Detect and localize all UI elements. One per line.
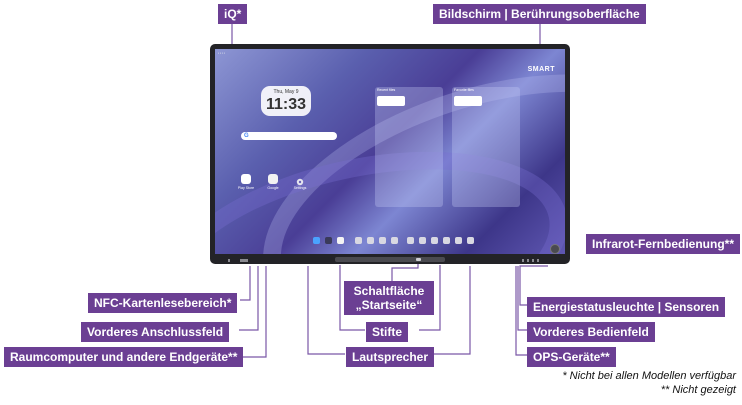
recent-files-widget[interactable]: Recent files bbox=[375, 87, 443, 207]
dock-app-icon[interactable] bbox=[407, 237, 414, 244]
front-ports bbox=[240, 259, 248, 262]
label-room-computer: Raumcomputer und andere Endgeräte** bbox=[4, 347, 244, 367]
label-infrared-remote: Infrarot-Fernbedienung** bbox=[586, 234, 741, 254]
clock-time: 11:33 bbox=[265, 96, 307, 113]
dock-app-icon[interactable] bbox=[467, 237, 474, 244]
dock-app-icon[interactable] bbox=[419, 237, 426, 244]
sensor bbox=[522, 259, 524, 262]
connector-home bbox=[391, 262, 419, 282]
label-screen: Bildschirm | Berührungsoberfläche bbox=[433, 4, 646, 24]
sensor bbox=[527, 259, 529, 262]
connector-nfc bbox=[240, 266, 251, 301]
dock-app-icon[interactable] bbox=[325, 237, 332, 244]
connector-front-control bbox=[517, 266, 527, 331]
dock-app-icon[interactable] bbox=[313, 237, 320, 244]
settings-icon[interactable] bbox=[295, 174, 305, 186]
connector-room-computer bbox=[238, 266, 267, 358]
label-speakers: Lautsprecher bbox=[346, 347, 435, 367]
widget-card[interactable] bbox=[454, 96, 482, 106]
home-icon[interactable] bbox=[379, 237, 386, 244]
google-app-icon[interactable] bbox=[268, 174, 278, 184]
interactive-display: ▪ ▪ ▪ ▪ SMART Thu, May 9 11:33 G Play St… bbox=[210, 44, 570, 264]
widget-card[interactable] bbox=[377, 96, 405, 106]
brand-logo: SMART bbox=[527, 66, 555, 73]
label-front-ports: Vorderes Anschlussfeld bbox=[81, 322, 230, 342]
connector-pens bbox=[339, 265, 441, 331]
label-iq: iQ* bbox=[218, 4, 248, 24]
dock-app-icon[interactable] bbox=[431, 237, 438, 244]
app-label: Settings bbox=[293, 186, 307, 190]
label-home-button: Schaltfläche „Startseite“ bbox=[344, 281, 434, 315]
home-button[interactable] bbox=[416, 258, 421, 261]
overview-icon[interactable] bbox=[391, 237, 398, 244]
app-label: Google bbox=[267, 186, 279, 190]
status-bar: ▪ ▪ ▪ ▪ bbox=[218, 51, 225, 55]
favorite-files-widget[interactable]: Favorite files bbox=[452, 87, 520, 207]
nfc-marker bbox=[228, 259, 230, 262]
pen-tray bbox=[335, 257, 445, 262]
connector-front-ports bbox=[239, 266, 259, 331]
play-store-icon[interactable] bbox=[241, 174, 251, 184]
clock-widget[interactable]: Thu, May 9 11:33 bbox=[261, 86, 311, 116]
connector-ops bbox=[515, 266, 527, 356]
label-ops: OPS-Geräte** bbox=[527, 347, 616, 367]
dock-app-icon[interactable] bbox=[455, 237, 462, 244]
sensor bbox=[537, 259, 539, 262]
label-power-status: Energiestatusleuchte | Sensoren bbox=[527, 297, 726, 317]
dock-app-icon[interactable] bbox=[443, 237, 450, 244]
chrome-icon[interactable] bbox=[337, 237, 344, 244]
app-label: Play Store bbox=[237, 186, 255, 190]
widget-title: Recent files bbox=[377, 88, 396, 92]
label-front-control: Vorderes Bedienfeld bbox=[527, 322, 655, 342]
search-bar[interactable]: G bbox=[241, 132, 337, 140]
back-icon[interactable] bbox=[355, 237, 362, 244]
label-pens: Stifte bbox=[366, 322, 408, 342]
connector-power bbox=[519, 265, 548, 306]
footnote-availability: * Nicht bei allen Modellen verfügbar bbox=[562, 370, 736, 382]
camera-icon[interactable] bbox=[367, 237, 374, 244]
footnote-not-shown: ** Nicht gezeigt bbox=[660, 384, 736, 396]
sensor bbox=[532, 259, 534, 262]
label-nfc: NFC-Kartenlesebereich* bbox=[88, 293, 238, 313]
touch-screen: ▪ ▪ ▪ ▪ SMART Thu, May 9 11:33 G Play St… bbox=[215, 49, 565, 254]
connector-speakers bbox=[307, 266, 471, 355]
toolbar-button[interactable] bbox=[550, 244, 560, 254]
app-dock bbox=[311, 236, 475, 246]
google-icon: G bbox=[244, 133, 249, 139]
clock-date: Thu, May 9 bbox=[273, 89, 299, 95]
widget-title: Favorite files bbox=[454, 88, 474, 92]
